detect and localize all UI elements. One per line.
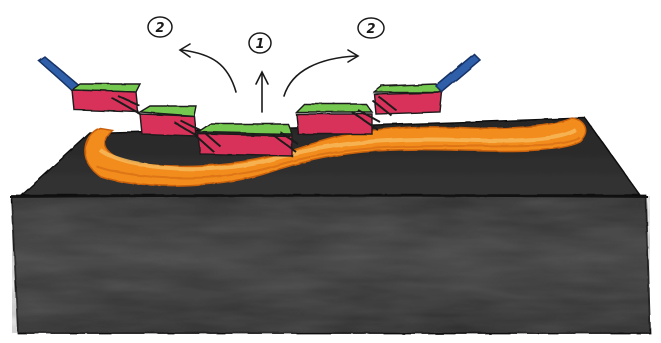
right-handle [436,54,480,92]
arrow-up-icon [256,72,268,112]
block-right [296,104,380,134]
curved-arrow-left-icon [180,44,236,92]
base-front-wash [12,196,650,333]
curved-arrow-right-icon [284,50,358,96]
label-center-text: 1 [255,37,264,52]
label-right-circle: 2 [358,18,384,38]
block-far-left [72,84,140,114]
label-right-text: 2 [366,22,375,37]
label-left-text: 2 [155,21,164,36]
label-center-circle: 1 [249,33,271,53]
label-left-circle: 2 [148,17,172,37]
block-left [140,106,204,140]
block-far-right [372,84,442,116]
block-center [196,124,298,156]
